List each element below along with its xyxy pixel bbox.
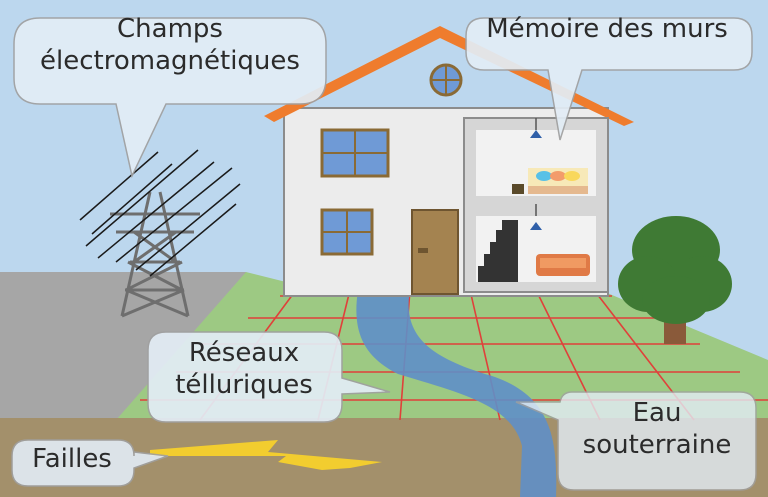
bed (528, 168, 588, 194)
label-water-line2: souterraine (558, 430, 756, 462)
label-walls: Mémoire des murs (466, 14, 748, 46)
nightstand (512, 184, 524, 194)
label-emf: Champs électromagnétiques (14, 14, 326, 77)
label-emf-line1: Champs (14, 14, 326, 46)
door (412, 210, 458, 294)
label-telluric-line1: Réseaux (148, 338, 340, 370)
window-upper (322, 130, 388, 176)
cutaway-interior (464, 118, 608, 292)
label-emf-line2: électromagnétiques (14, 46, 326, 78)
sofa (536, 254, 590, 276)
label-faults: Failles (12, 444, 132, 476)
label-telluric: Réseaux télluriques (148, 338, 340, 401)
label-telluric-line2: télluriques (148, 370, 340, 402)
label-water-line1: Eau (558, 398, 756, 430)
window-lower (322, 210, 372, 254)
label-water: Eau souterraine (558, 398, 756, 461)
